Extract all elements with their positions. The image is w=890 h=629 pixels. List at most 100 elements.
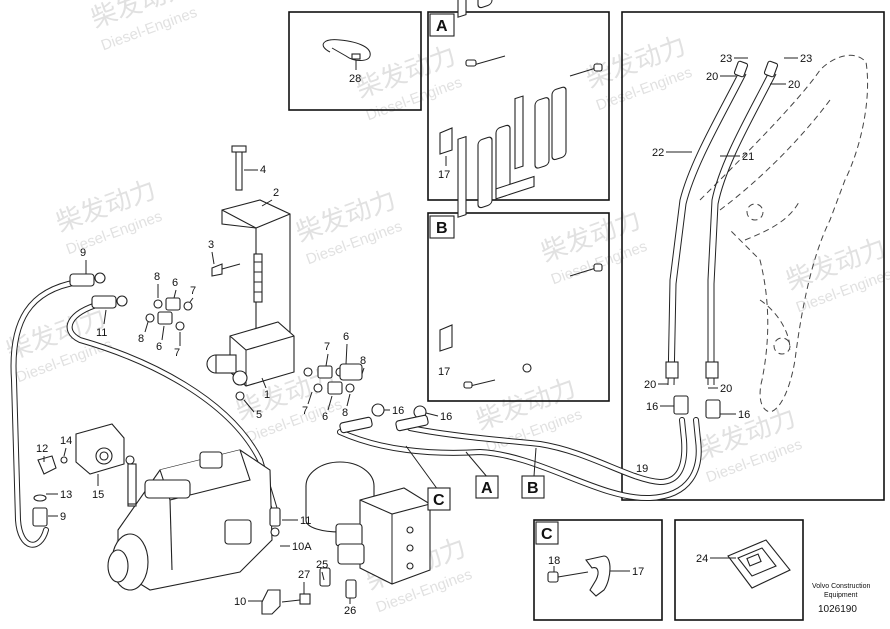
callout-A[interactable]: A xyxy=(481,480,493,497)
detail-box-C: C 18 17 xyxy=(533,519,663,621)
part-label-7[interactable]: 7 xyxy=(302,405,308,417)
part-label-26[interactable]: 26 xyxy=(344,605,356,617)
fitting xyxy=(763,60,779,78)
part-label-8[interactable]: 8 xyxy=(342,407,348,419)
part-label-9[interactable]: 9 xyxy=(60,511,66,523)
part-label-10[interactable]: 10 xyxy=(234,596,246,608)
part-label-20[interactable]: 20 xyxy=(788,79,800,91)
callout-B[interactable]: B xyxy=(527,480,539,497)
callout-C[interactable]: C xyxy=(433,492,445,509)
part-label-8[interactable]: 8 xyxy=(360,355,366,367)
part-label-11[interactable]: 11 xyxy=(96,327,107,339)
part-label-6[interactable]: 6 xyxy=(343,331,349,343)
detail-letter-box xyxy=(429,215,455,239)
bolt-4 xyxy=(235,149,243,191)
elbow-10 xyxy=(261,589,281,615)
detail-frame xyxy=(288,11,422,111)
hose-end-9 xyxy=(69,273,95,287)
fitting-16 xyxy=(705,399,721,419)
part-label-16[interactable]: 16 xyxy=(646,401,658,413)
detail-box-B: B 17 xyxy=(427,86,610,402)
part-label-5[interactable]: 5 xyxy=(256,409,262,421)
tube-21 xyxy=(707,69,771,385)
part-label-17[interactable]: 17 xyxy=(438,366,450,378)
detail-frame xyxy=(427,11,610,201)
part-label-20[interactable]: 20 xyxy=(644,379,656,391)
hose-19 xyxy=(337,417,702,502)
part-label-14[interactable]: 14 xyxy=(60,435,72,447)
part-label-20[interactable]: 20 xyxy=(706,71,718,83)
part-label-8[interactable]: 8 xyxy=(138,333,144,345)
detail-letter-box xyxy=(535,521,559,545)
bolt-3 xyxy=(211,263,223,277)
part-label-28[interactable]: 28 xyxy=(349,73,361,85)
part-label-7[interactable]: 7 xyxy=(190,285,196,297)
flange-15 xyxy=(32,423,137,527)
part-label-2[interactable]: 2 xyxy=(273,187,279,199)
part-label-15[interactable]: 15 xyxy=(92,489,104,501)
clamp-assembly-B xyxy=(439,86,603,389)
fitting xyxy=(665,361,679,379)
part-label-6[interactable]: 6 xyxy=(172,277,178,289)
part-label-24[interactable]: 24 xyxy=(696,553,708,565)
detail-frame xyxy=(621,11,885,501)
part-label-16[interactable]: 16 xyxy=(392,405,404,417)
detail-box-A: A 17 xyxy=(427,0,610,201)
fittings-right xyxy=(303,363,429,434)
control-valve xyxy=(305,461,431,599)
part-label-7[interactable]: 7 xyxy=(174,347,180,359)
brand-line-2: Equipment xyxy=(824,592,858,599)
part-label-7[interactable]: 7 xyxy=(324,341,330,353)
part-label-20[interactable]: 20 xyxy=(720,383,732,395)
part-label-23[interactable]: 23 xyxy=(800,53,812,65)
bolt-18 xyxy=(547,571,559,583)
part-label-8[interactable]: 8 xyxy=(154,271,160,283)
part-label-18[interactable]: 18 xyxy=(548,555,560,567)
fitting-11 xyxy=(269,507,281,527)
part-label-19[interactable]: 19 xyxy=(636,463,648,475)
detail-letter-box xyxy=(429,13,455,37)
fitting xyxy=(733,60,749,78)
main-labels: 4 2 3 9 8 6 7 11 8 6 7 1 5 7 6 8 7 6 8 xyxy=(36,164,452,617)
part-label-6[interactable]: 6 xyxy=(322,411,328,423)
clamp-17 xyxy=(585,555,611,597)
part-label-13[interactable]: 13 xyxy=(60,489,72,501)
brand-line-1: Volvo Construction xyxy=(812,583,870,590)
part-label-9[interactable]: 9 xyxy=(80,247,86,259)
bracket-stripe xyxy=(253,253,263,303)
part-label-21[interactable]: 21 xyxy=(742,151,754,163)
part-label-12[interactable]: 12 xyxy=(36,443,48,455)
detail-frame xyxy=(533,519,663,621)
part-label-16[interactable]: 16 xyxy=(738,409,750,421)
part-label-25[interactable]: 25 xyxy=(316,559,328,571)
part-label-27[interactable]: 27 xyxy=(298,569,310,581)
clamp-assembly-A xyxy=(439,0,603,166)
part-label-3[interactable]: 3 xyxy=(208,239,214,251)
detail-box-28: 28 xyxy=(288,11,422,111)
part-label-16[interactable]: 16 xyxy=(440,411,452,423)
hydraulic-pump xyxy=(107,449,311,615)
fitting-16 xyxy=(673,395,689,415)
part-label-6[interactable]: 6 xyxy=(156,341,162,353)
valve-block xyxy=(359,487,431,585)
part-label-11[interactable]: 11 xyxy=(300,515,311,527)
part-label-17[interactable]: 17 xyxy=(438,169,450,181)
part-label-1[interactable]: 1 xyxy=(264,389,270,401)
fitting xyxy=(705,361,719,379)
detail-letter-A[interactable]: A xyxy=(436,18,448,35)
hose-end-11 xyxy=(91,295,117,309)
part-label-22[interactable]: 22 xyxy=(652,147,664,159)
part-label-17[interactable]: 17 xyxy=(632,566,644,578)
fitting-9 xyxy=(32,507,48,527)
hose-callouts: C A B xyxy=(405,445,545,511)
part-label-4[interactable]: 4 xyxy=(260,164,266,176)
detail-frame xyxy=(674,519,804,621)
long-hoses xyxy=(10,272,278,548)
hose-end-16 xyxy=(371,403,385,417)
part-label-23[interactable]: 23 xyxy=(720,53,732,65)
detail-letter-B[interactable]: B xyxy=(436,220,448,237)
detail-letter-C[interactable]: C xyxy=(541,526,553,543)
part-label-10A[interactable]: 10A xyxy=(292,541,312,553)
elbow-12 xyxy=(37,455,57,475)
